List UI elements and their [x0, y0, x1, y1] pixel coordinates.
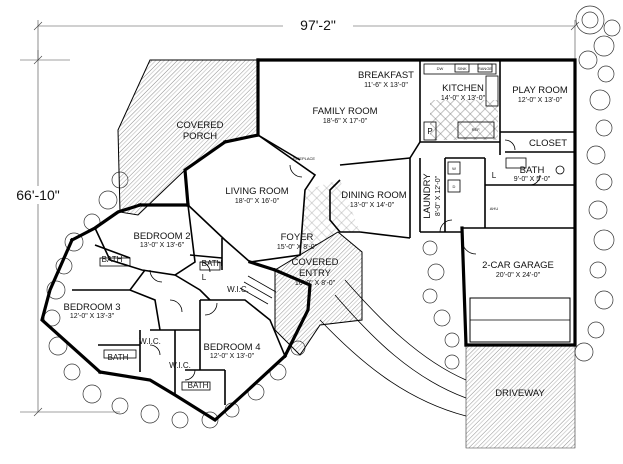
landscaping	[43, 5, 621, 429]
bedroom-2-dim: 13'-0" X 13'-6"	[140, 242, 185, 249]
family-room-dim: 18'-6" X 17'-0"	[323, 118, 368, 125]
pantry-label: P	[427, 127, 432, 136]
bath-main-label: BATH	[520, 165, 545, 176]
bath-label-bedroom2-side: BATH	[102, 255, 123, 264]
bedroom-4-dim: 12'-0" X 13'-0"	[210, 353, 255, 360]
kitchen-tile-floor	[430, 100, 498, 140]
room-driveway: DRIVEWAY	[495, 388, 545, 399]
room-closet: CLOSET	[529, 138, 567, 149]
fireplace-label: FIREPLACE	[293, 156, 316, 161]
linen-label-hall: L	[202, 273, 207, 282]
room-living-room: LIVING ROOM 18'-0" X 16'-0"	[225, 186, 288, 205]
room-foyer: FOYER 15'-0" X 8'-0"	[277, 232, 318, 251]
bath-label-bedroom2-ensuite: BATH	[202, 259, 223, 268]
hall-steps	[239, 275, 277, 305]
dryer-label: D	[453, 184, 456, 189]
kitchen-label: KITCHEN	[442, 83, 484, 94]
covered-porch-label-1: COVERED	[177, 120, 224, 131]
room-garage: 2-CAR GARAGE 20'-0" X 24'-0"	[482, 260, 554, 279]
driveway-label: DRIVEWAY	[495, 388, 545, 399]
interior-walls	[72, 60, 575, 405]
bedroom-3-label: BEDROOM 3	[63, 302, 120, 313]
bath-label-bedroom3: BATH	[108, 353, 129, 362]
bedroom-2-label: BEDROOM 2	[133, 231, 190, 242]
room-bedroom-2: BEDROOM 2 13'-0" X 13'-6"	[133, 231, 190, 249]
kitchen-dim: 14'-0" X 13'-0"	[441, 95, 486, 102]
dining-room-label: DINING ROOM	[341, 190, 407, 201]
room-bath-main: BATH 9'-0" X 5'-0"	[514, 165, 551, 183]
living-room-dim: 18'-0" X 16'-0"	[235, 198, 280, 205]
overall-width-label: 97'-2"	[300, 17, 336, 33]
dining-room-dim: 13'-0" X 14'-0"	[350, 202, 395, 209]
wic-label-bedroom2: W.I.C.	[227, 285, 249, 294]
room-play-room: PLAY ROOM 12'-0" X 13'-0"	[512, 85, 568, 104]
room-breakfast: BREAKFAST 11'-6" X 13'-0"	[358, 70, 414, 89]
bath-main-dim: 9'-0" X 5'-0"	[514, 176, 551, 183]
room-covered-porch: COVERED PORCH	[177, 120, 224, 142]
closet-label: CLOSET	[529, 138, 567, 149]
room-laundry: LAUNDRY 8'-0" X 12'-0"	[422, 173, 442, 219]
foyer-dim: 15'-0" X 8'-0"	[277, 244, 318, 251]
room-dining-room: DINING ROOM 13'-0" X 14'-0"	[341, 190, 407, 209]
dishwasher-label: DW	[437, 66, 444, 71]
laundry-label: LAUNDRY	[422, 173, 433, 219]
living-room-label: LIVING ROOM	[225, 186, 288, 197]
room-kitchen: KITCHEN 14'-0" X 13'-0"	[441, 83, 486, 102]
garage-dim: 20'-0" X 24'-0"	[496, 272, 541, 279]
breakfast-label: BREAKFAST	[358, 70, 414, 81]
refrigerator-label: REF.	[472, 127, 481, 132]
laundry-dim: 8'-0" X 12'-0"	[435, 175, 442, 216]
ahu-label: AHU	[490, 206, 499, 211]
room-bedroom-3: BEDROOM 3 12'-0" X 13'-3"	[63, 302, 120, 320]
wic-label-bedroom3: W.I.C.	[139, 337, 161, 346]
room-bedroom-4: BEDROOM 4 12'-0" X 13'-0"	[203, 342, 260, 360]
foyer-label: FOYER	[281, 232, 314, 243]
overall-depth-dimension: 66'-10"	[0, 50, 120, 417]
covered-entry-area	[274, 231, 363, 356]
play-room-dim: 12'-0" X 13'-0"	[518, 97, 563, 104]
wic-label-bedroom4: W.I.C.	[169, 361, 191, 370]
covered-porch-label-2: PORCH	[183, 131, 217, 142]
small-labels: BATH BATH W.I.C. W.I.C. BATH W.I.C. BATH…	[102, 66, 499, 390]
range-label: RANGE	[478, 66, 493, 71]
sink-label: SINK	[457, 66, 467, 71]
covered-entry-label-2: ENTRY	[299, 268, 332, 279]
garage-label: 2-CAR GARAGE	[482, 260, 554, 271]
covered-entry-label-1: COVERED	[292, 257, 339, 268]
kitchen-fixtures	[423, 63, 499, 141]
overall-width-dimension: 97'-2"	[33, 15, 580, 60]
bedroom-4-label: BEDROOM 4	[203, 342, 260, 353]
overall-depth-label: 66'-10"	[16, 187, 59, 203]
bath-label-bedroom4: BATH	[188, 381, 209, 390]
entry-walkway	[319, 279, 467, 417]
washer-label: W	[452, 166, 456, 171]
bath-fixtures	[99, 157, 565, 391]
covered-entry-dim: 16'-0" X 8'-0"	[295, 280, 336, 287]
room-covered-entry: COVERED ENTRY 16'-0" X 8'-0"	[292, 257, 339, 287]
breakfast-dim: 11'-6" X 13'-0"	[364, 82, 408, 89]
play-room-label: PLAY ROOM	[512, 85, 568, 96]
linen-label-bath: L	[492, 171, 497, 180]
family-room-label: FAMILY ROOM	[312, 106, 377, 117]
room-family-room: FAMILY ROOM 18'-6" X 17'-0"	[312, 106, 377, 125]
bedroom-3-dim: 12'-0" X 13'-3"	[70, 313, 115, 320]
